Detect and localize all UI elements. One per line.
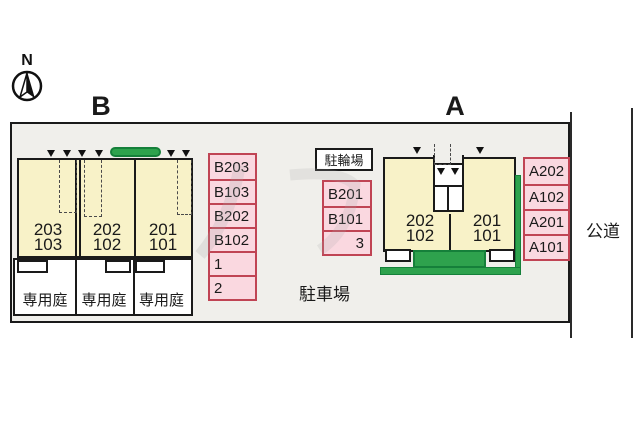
marker-triangle [437,168,445,175]
unit-number-upper: 202 [92,220,122,239]
hedge-building-a-bottom [380,267,521,275]
building-b-wall-2 [134,160,136,256]
unit-b-203-103: 203 103 [19,220,77,254]
parking-stall: A202 [529,163,565,180]
unit-number-lower: 102 [92,235,122,254]
garden-divider-2 [133,260,135,314]
marker-triangle [451,168,459,175]
unit-number-upper: 202 [405,211,435,230]
unit-number-upper: 201 [148,220,178,239]
parking-stall: 1 [210,251,255,275]
bicycle-parking-sign: 駐輪場 [315,148,373,171]
unit-number-lower: 103 [33,235,63,254]
unit-number-lower: 102 [405,226,435,245]
porch-b-1 [17,260,48,273]
parking-stall: A201 [525,209,568,234]
unit-number-upper: 203 [33,220,63,239]
hedge-building-b [110,147,161,157]
public-road-label: 公道 [586,222,620,241]
porch-b-2 [105,260,131,273]
marker-triangle [95,150,103,157]
parking-stall-column-left: B203 B103 B202 B102 1 2 [208,153,257,301]
parking-stall: B202 [210,203,255,227]
garden-divider-1 [75,260,77,314]
private-garden-label: 専用庭 [138,292,184,309]
balcony-outline-b1 [59,160,77,213]
porch-a-1 [385,249,411,262]
stairwell-building-a [433,163,464,212]
unit-number-upper: 201 [472,211,502,230]
hedge-building-a-right [515,175,521,268]
building-b-wall-1b [79,160,81,256]
marker-triangle [78,150,86,157]
marker-triangle [63,150,71,157]
parking-stall: 3 [324,230,370,254]
compass-north-label: N [21,52,33,69]
unit-number-lower: 101 [148,235,178,254]
unit-a-201-101: 201 101 [457,211,517,245]
compass-needle-left [18,72,28,99]
unit-b-202-102: 202 102 [79,220,135,254]
porch-b-3 [135,260,165,273]
parking-stall-column-right: A202 A102 A201 A101 [523,157,570,261]
marker-triangle [167,150,175,157]
marker-triangle [476,147,484,154]
parking-stall: B102 [210,227,255,251]
building-b: 203 103 202 102 201 101 [17,158,193,258]
parking-stall-column-middle: B201 B101 3 [322,180,372,256]
marker-triangle [47,150,55,157]
parking-stall: A101 [525,234,568,259]
balcony-outline-b3 [177,160,192,215]
compass-needle-right [26,72,35,99]
porch-a-2 [489,249,515,262]
stairwell-divider-h [435,185,462,187]
parking-stall: B203 [214,158,250,176]
marker-triangle [182,150,190,157]
planter-building-a-center [413,250,486,268]
private-garden-label: 専用庭 [81,292,127,309]
parking-stall: B201 [328,185,364,203]
road-edge-line-outer [631,108,633,338]
unit-a-202-102: 202 102 [390,211,450,245]
building-b-title: B [91,91,111,121]
balcony-outline-b2 [84,160,102,217]
building-a-wall [449,214,451,250]
parking-stall: A102 [525,184,568,209]
parking-stall: 2 [210,275,255,299]
building-a-title: A [445,91,465,121]
parking-lot-label: 駐車場 [299,285,350,304]
parking-stall: B101 [324,206,370,230]
marker-triangle [413,147,421,154]
parking-stall: B103 [210,179,255,203]
balcony-outline-a [434,144,451,165]
private-garden-label: 専用庭 [22,292,68,309]
stairwell-divider-v [447,187,449,210]
compass-circle [11,70,43,102]
north-compass-icon: N [11,52,43,102]
unit-number-lower: 101 [472,226,502,245]
unit-b-201-101: 201 101 [135,220,191,254]
road-edge-line-inner [570,112,572,338]
